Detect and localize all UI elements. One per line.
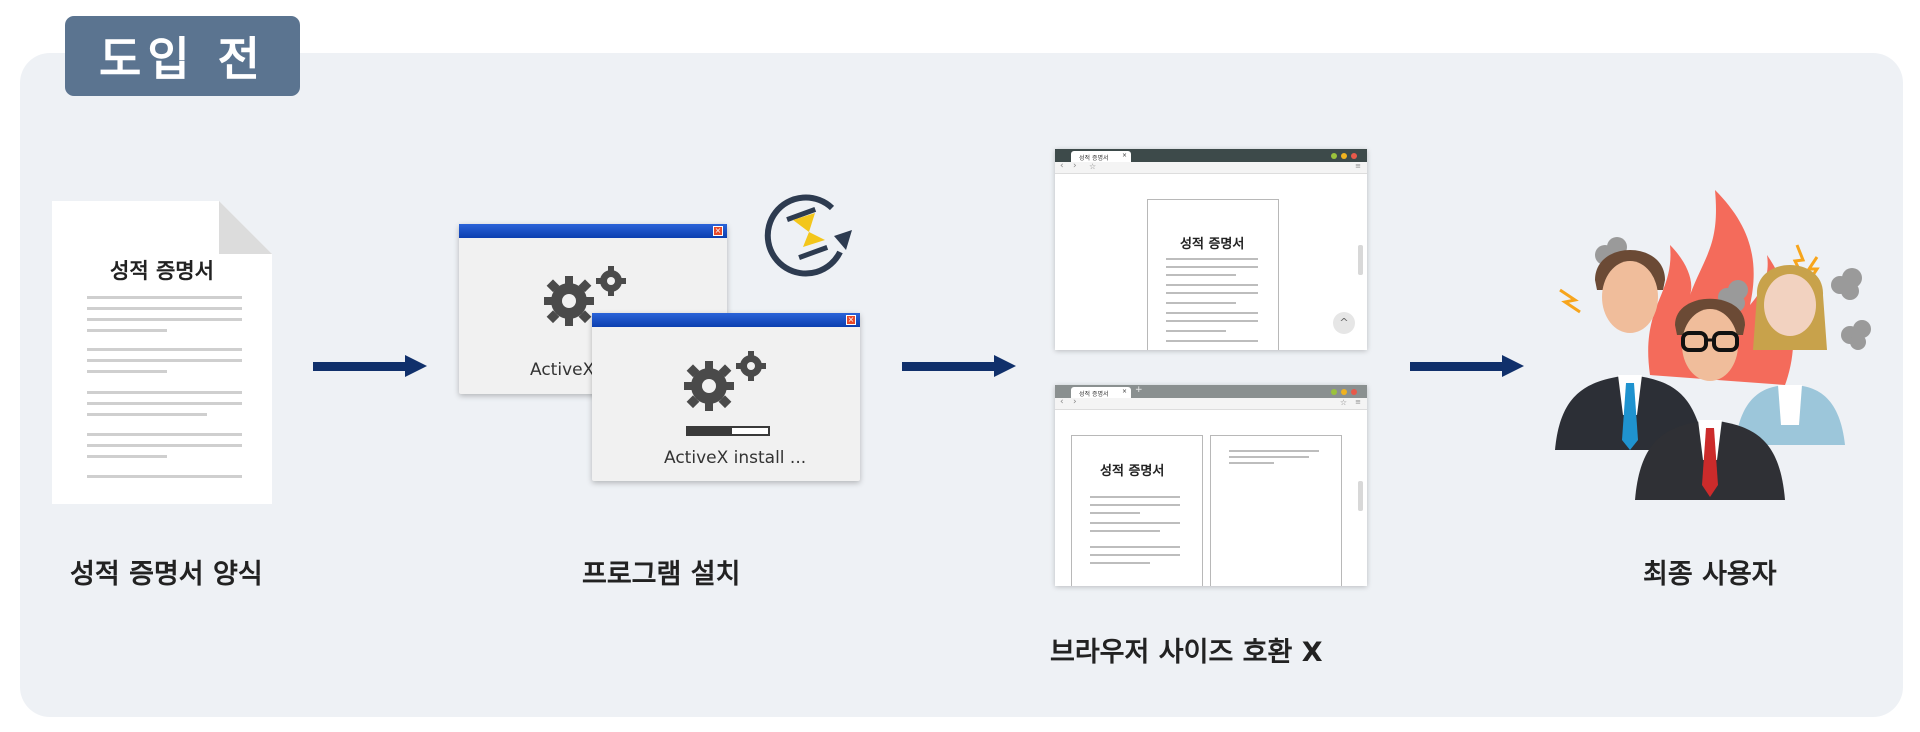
gears-icon xyxy=(544,266,626,326)
browser-scrollbar[interactable] xyxy=(1358,481,1363,511)
tab-close-icon[interactable]: × xyxy=(1121,388,1127,395)
browser-scrollbar[interactable] xyxy=(1358,245,1363,275)
browser-page-title: 성적 증명서 xyxy=(1180,237,1245,252)
back-icon[interactable]: ‹ xyxy=(1060,161,1064,171)
menu-icon[interactable]: ≡ xyxy=(1355,398,1361,406)
browser-page-title: 성적 증명서 xyxy=(1100,464,1165,479)
browser-page-right xyxy=(1210,435,1342,586)
step-label-document: 성적 증명서 양식 xyxy=(70,559,263,590)
angry-users-illustration xyxy=(1555,190,1871,500)
forward-icon[interactable]: › xyxy=(1073,161,1077,171)
arrow-1-shaft xyxy=(313,362,413,371)
browser-window-bottom: 성적 증명서 × + ‹ › ☆ ≡ 성적 증명서 xyxy=(1055,385,1367,586)
hourglass-refresh-icon xyxy=(764,194,852,277)
scroll-top-icon[interactable]: ^ xyxy=(1333,312,1355,334)
arrow-2-shaft xyxy=(902,362,1002,371)
step-label-browser: 브라우저 사이즈 호환 X xyxy=(1050,637,1323,668)
document-title: 성적 증명서 xyxy=(110,259,214,283)
browser-page: 성적 증명서 xyxy=(1147,199,1279,350)
install-progress-fill xyxy=(688,428,732,434)
install-window-front: × ActiveX install ... xyxy=(592,313,860,481)
browser-nav-bar: ‹ › ☆ ≡ xyxy=(1055,161,1367,174)
arrow-1-head xyxy=(405,355,427,377)
content-panel xyxy=(20,53,1903,717)
close-icon: × xyxy=(846,315,856,325)
install-window-front-text: ActiveX install ... xyxy=(664,448,807,468)
arrow-2-head xyxy=(994,355,1016,377)
new-tab-icon[interactable]: + xyxy=(1135,385,1143,395)
browser-tab-label: 성적 증명서 xyxy=(1079,391,1109,398)
forward-icon[interactable]: › xyxy=(1073,397,1077,407)
page-title: 도입 전 xyxy=(65,16,300,96)
star-icon[interactable]: ☆ xyxy=(1339,398,1347,407)
browser-nav-bar: ‹ › ☆ ≡ xyxy=(1055,397,1367,410)
tab-close-icon[interactable]: × xyxy=(1121,152,1127,159)
browser-window-top: 성적 증명서 × ‹ › ☆ ≡ 성적 증명서 ^ xyxy=(1055,149,1367,350)
menu-icon[interactable]: ≡ xyxy=(1355,162,1361,170)
close-icon: × xyxy=(713,226,723,236)
back-icon[interactable]: ‹ xyxy=(1060,397,1064,407)
step-label-users: 최종 사용자 xyxy=(1643,559,1777,590)
star-icon[interactable]: ☆ xyxy=(1089,162,1097,171)
arrow-3-head xyxy=(1502,355,1524,377)
step-label-install: 프로그램 설치 xyxy=(582,559,741,590)
browser-page-left: 성적 증명서 xyxy=(1071,435,1203,586)
arrow-3-shaft xyxy=(1410,362,1510,371)
install-progress-bar xyxy=(686,426,770,436)
gears-icon xyxy=(684,351,766,411)
install-window-back-text: ActiveX xyxy=(530,360,595,380)
browser-tab-label: 성적 증명서 xyxy=(1079,155,1109,162)
